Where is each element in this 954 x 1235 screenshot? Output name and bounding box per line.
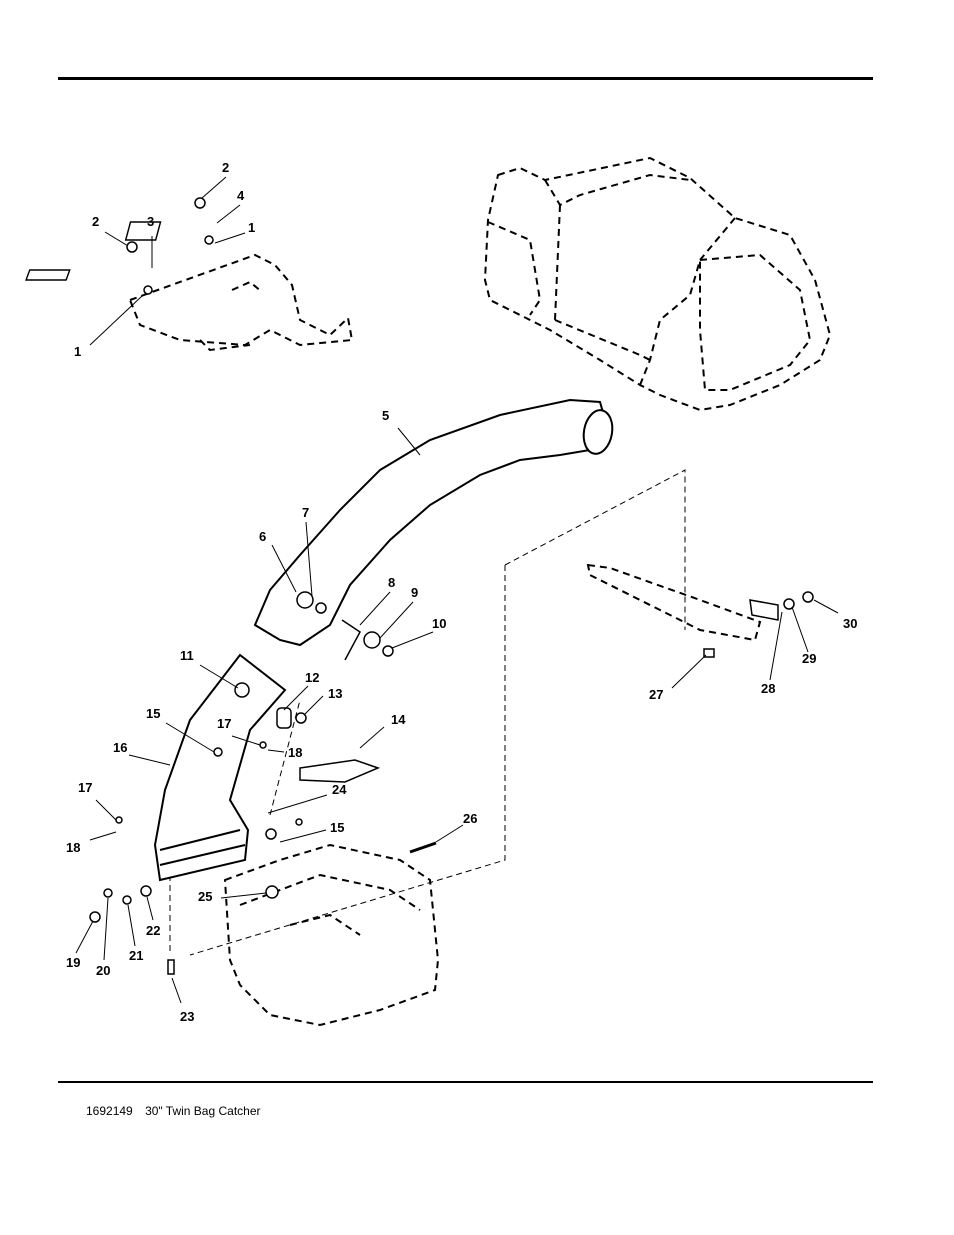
callout-25: 25 [198, 889, 212, 904]
leader-lines [75, 176, 839, 1004]
callout-11: 11 [180, 648, 194, 663]
callout-9: 9 [411, 585, 418, 600]
callout-7: 7 [302, 505, 309, 520]
callout-14: 14 [391, 712, 406, 727]
callout-23: 23 [180, 1009, 194, 1024]
callout-18: 18 [66, 840, 80, 855]
callout-1: 1 [74, 344, 81, 359]
document-title: 30" Twin Bag Catcher [145, 1104, 261, 1118]
callout-22: 22 [146, 923, 160, 938]
callout-17: 17 [78, 780, 92, 795]
engine-hood-outline [483, 156, 832, 412]
callout-20: 20 [96, 963, 110, 978]
callout-17: 17 [217, 716, 231, 731]
callout-1: 1 [248, 220, 255, 235]
callout-2: 2 [92, 214, 99, 229]
callout-16: 16 [113, 740, 127, 755]
lever-bar-outline [586, 563, 762, 642]
callout-28: 28 [761, 681, 775, 696]
callout-4: 4 [237, 188, 245, 203]
callout-15: 15 [146, 706, 160, 721]
callout-12: 12 [305, 670, 319, 685]
callout-13: 13 [328, 686, 342, 701]
callout-26: 26 [463, 811, 477, 826]
callout-labels: 2 4 1 2 3 1 5 7 6 8 9 10 11 12 13 14 15 … [66, 160, 857, 1024]
callout-24: 24 [332, 782, 347, 797]
callout-10: 10 [432, 616, 446, 631]
callout-8: 8 [388, 575, 395, 590]
footer-rule [58, 1081, 873, 1083]
callout-2: 2 [222, 160, 229, 175]
callout-3: 3 [147, 214, 154, 229]
callout-30: 30 [843, 616, 857, 631]
mower-deck-outline [223, 843, 440, 1027]
callout-6: 6 [259, 529, 266, 544]
callout-5: 5 [382, 408, 389, 423]
callout-18: 18 [288, 745, 302, 760]
callout-15: 15 [330, 820, 344, 835]
footer: 1692149 30" Twin Bag Catcher [86, 1104, 270, 1118]
callout-27: 27 [649, 687, 663, 702]
callout-21: 21 [129, 948, 143, 963]
part-number: 1692149 [86, 1104, 133, 1118]
callout-19: 19 [66, 955, 80, 970]
hardware-parts [25, 197, 814, 975]
bracket-outline [128, 253, 354, 352]
header-rule [58, 77, 873, 80]
callout-29: 29 [802, 651, 816, 666]
discharge-tube [253, 398, 614, 647]
chute-deflector [153, 653, 287, 882]
